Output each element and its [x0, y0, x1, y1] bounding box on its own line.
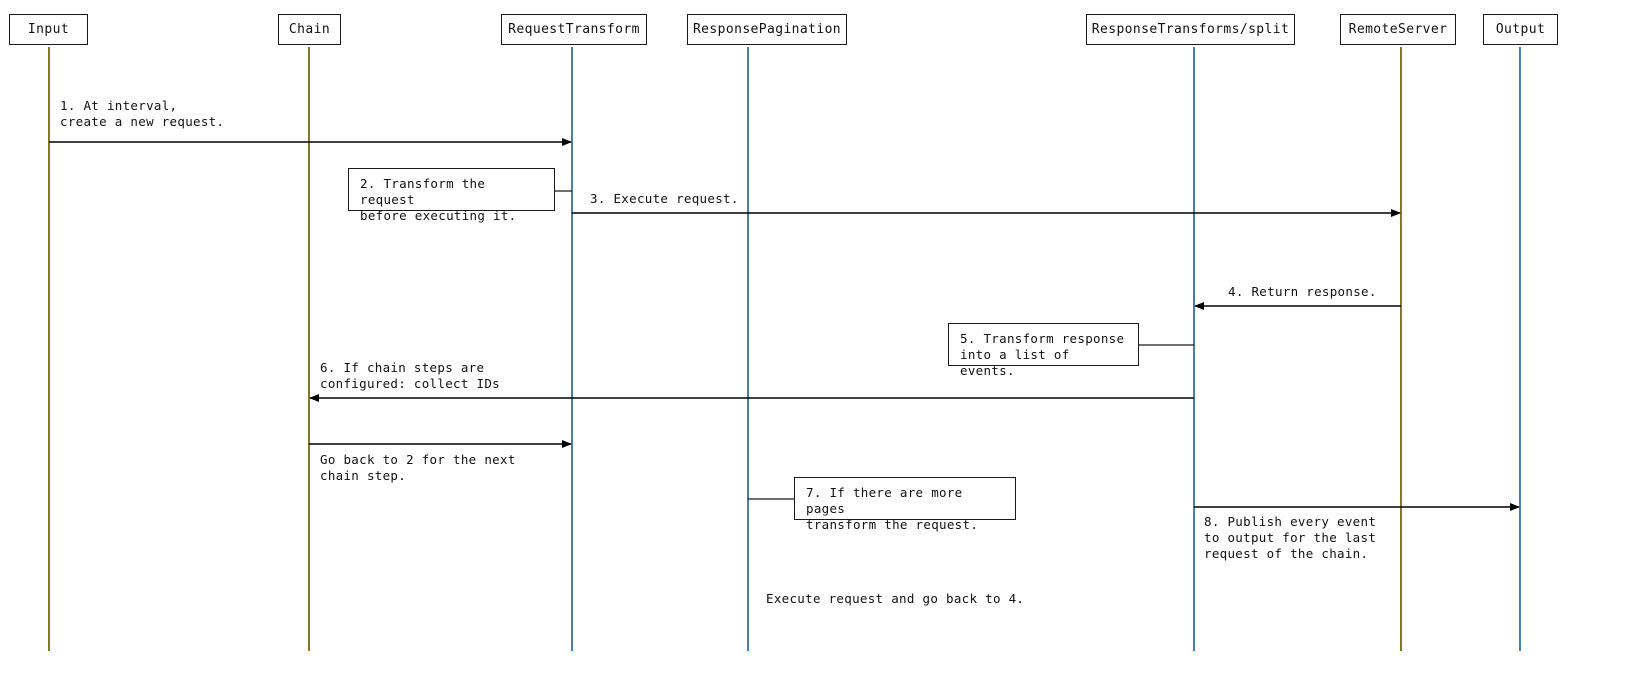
note-connectors-group	[555, 190, 1194, 500]
message-arrows-group	[49, 138, 1520, 511]
message-label-m3: 3. Execute request.	[590, 191, 739, 206]
participant-label: ResponsePagination	[692, 22, 842, 37]
participant-label: Output	[1495, 22, 1546, 37]
message-label-m1: 1. At interval, create a new request.	[60, 98, 225, 129]
message-label-m6: 6. If chain steps are configured: collec…	[320, 360, 500, 391]
note-n2: 2. Transform the request before executin…	[348, 168, 555, 223]
participant-label: RemoteServer	[1348, 22, 1448, 37]
participant-label: ResponseTransforms/split	[1091, 22, 1290, 37]
lifelines-group	[48, 47, 1521, 651]
participant-resppage[interactable]: ResponsePagination	[687, 14, 847, 45]
message-label-m8: 8. Publish every event to output for the…	[1204, 514, 1377, 561]
message-label-m4: 4. Return response.	[1228, 284, 1377, 299]
participant-output[interactable]: Output	[1483, 14, 1558, 45]
message-label-m6b: Go back to 2 for the next chain step.	[320, 452, 516, 483]
participant-label: RequestTransform	[508, 22, 640, 37]
participant-remote[interactable]: RemoteServer	[1340, 14, 1456, 45]
note-n5: 5. Transform response into a list of eve…	[948, 323, 1139, 378]
message-label-m9: Execute request and go back to 4.	[766, 591, 1025, 606]
participant-label: Chain	[288, 22, 331, 37]
participant-input[interactable]: Input	[9, 14, 88, 45]
participant-reqtrans[interactable]: RequestTransform	[501, 14, 647, 45]
note-n7: 7. If there are more pages transform the…	[794, 477, 1016, 532]
participant-resptrans[interactable]: ResponseTransforms/split	[1086, 14, 1295, 45]
participant-chain[interactable]: Chain	[278, 14, 341, 45]
participant-label: Input	[27, 22, 70, 37]
